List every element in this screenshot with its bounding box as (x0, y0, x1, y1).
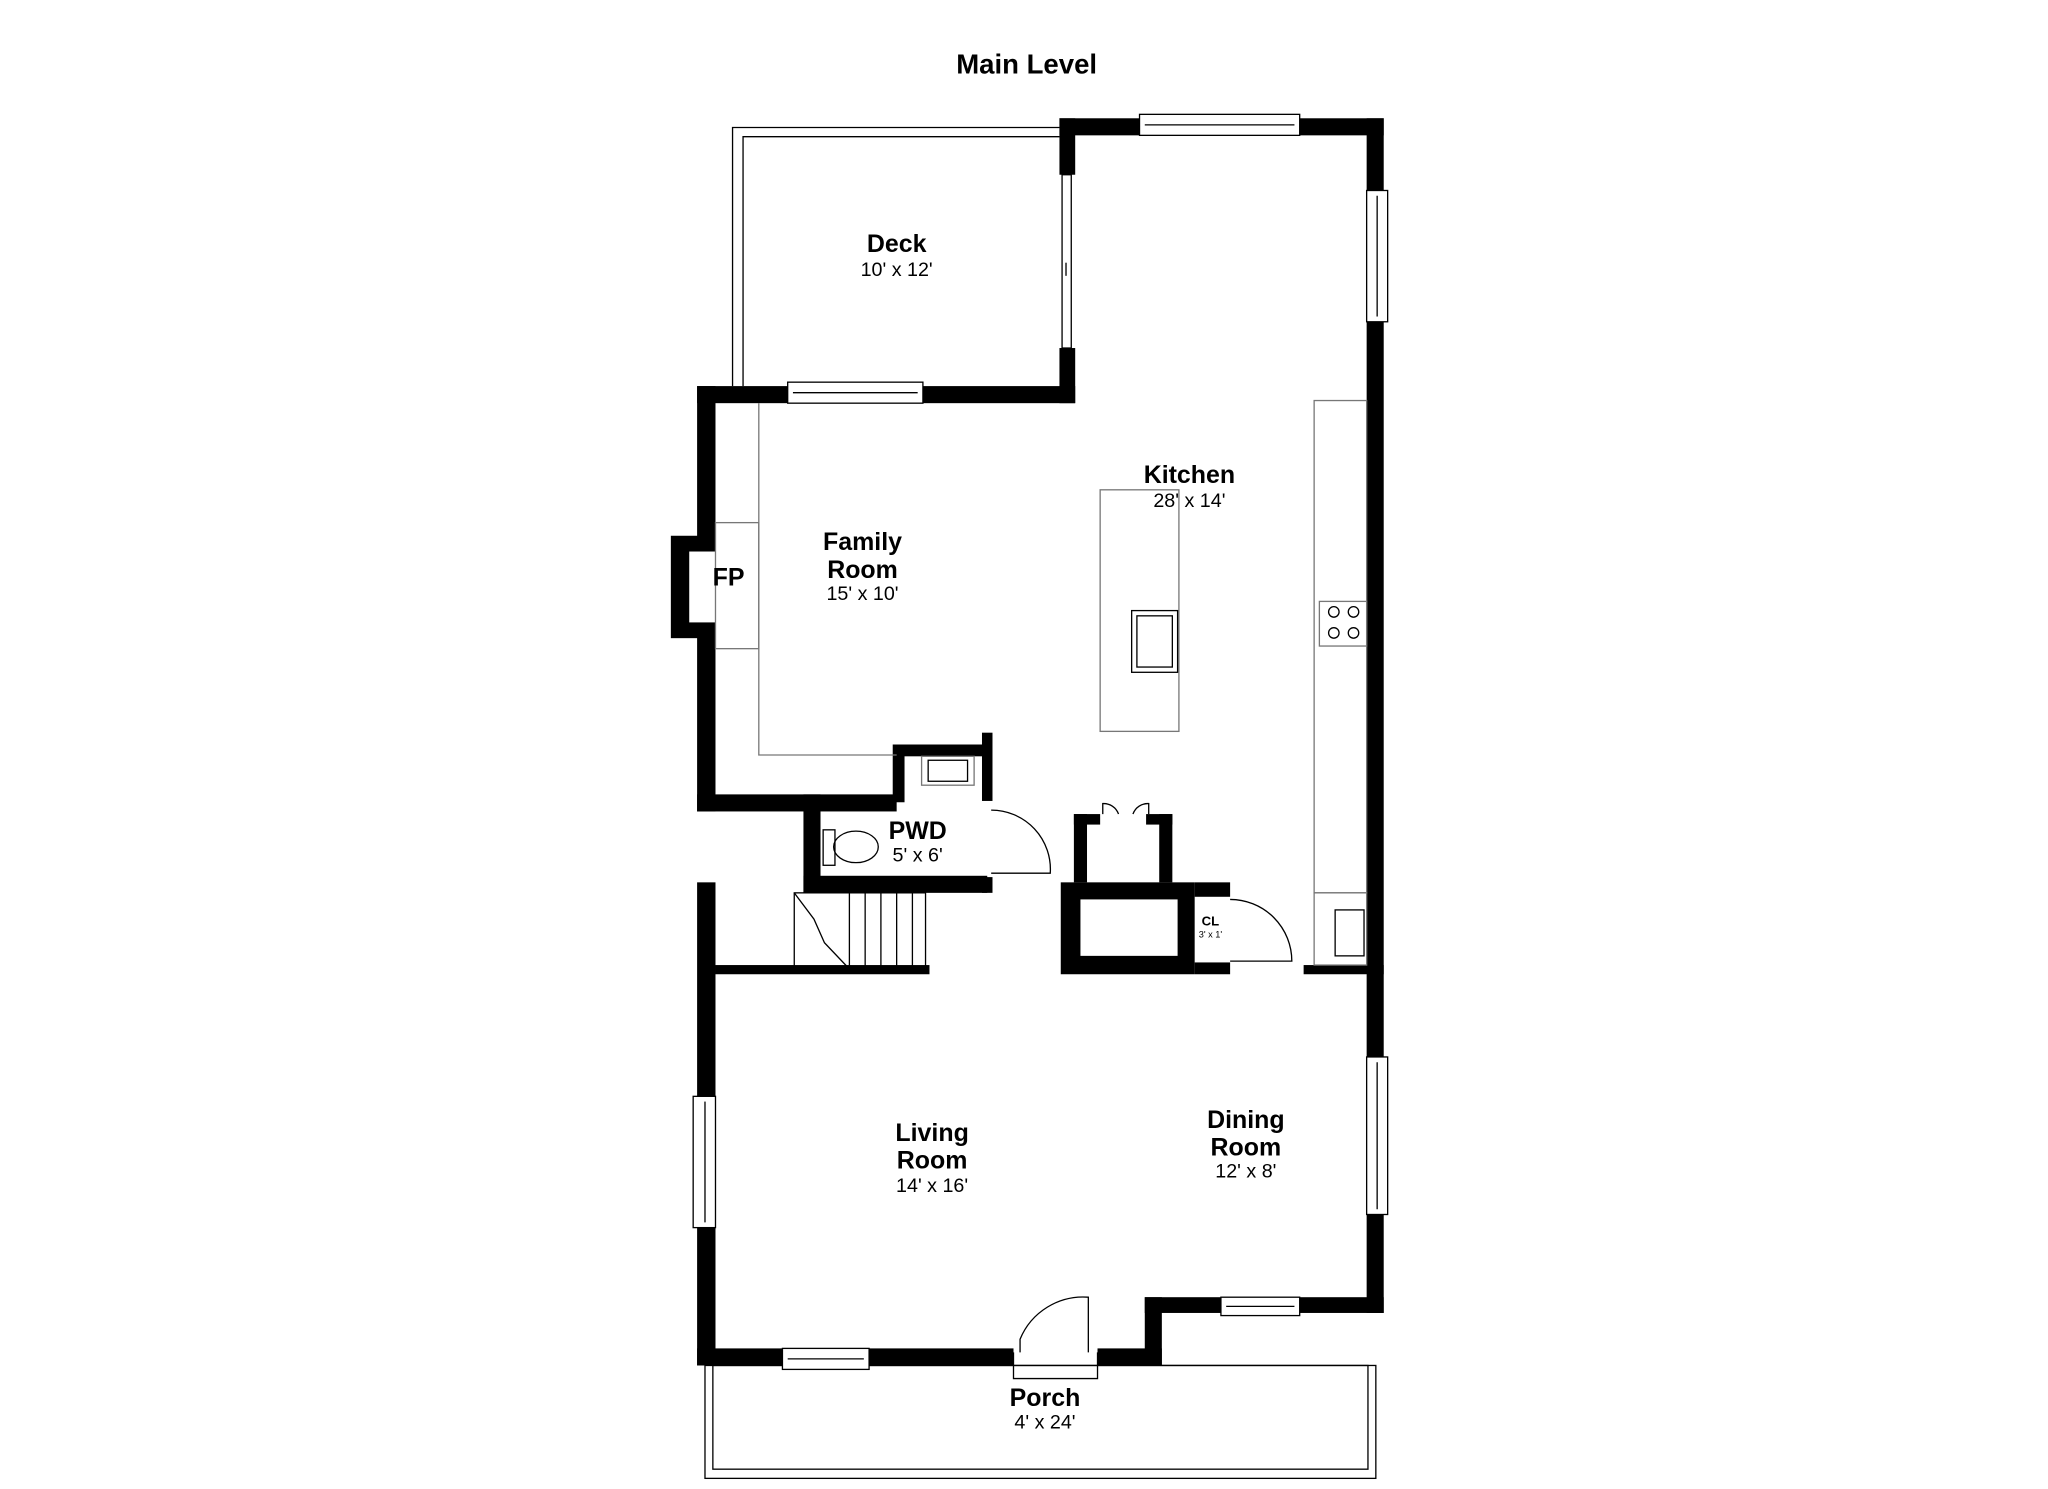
porch-size: 4' x 24' (1014, 1411, 1075, 1433)
windows (692, 113, 1389, 1371)
dining-room-label-1: Dining (1207, 1106, 1285, 1134)
family-room-label-1: Family (823, 528, 902, 556)
doors[interactable] (991, 802, 1293, 1380)
powder-room-size: 5' x 6' (893, 844, 943, 866)
deck-size: 10' x 12' (861, 259, 933, 281)
plan-title: Main Level (956, 49, 1097, 80)
walls (670, 118, 1384, 1366)
living-room-size: 14' x 16' (896, 1175, 968, 1197)
closet-size: 3' x 1' (1199, 929, 1223, 939)
porch-outline (704, 1364, 1377, 1480)
living-room-label-2: Room (897, 1147, 968, 1175)
deck-outline (731, 126, 1060, 387)
fireplace-label: FP (713, 564, 745, 592)
kitchen-label: Kitchen (1144, 461, 1235, 489)
dining-room-size: 12' x 8' (1215, 1161, 1276, 1183)
kitchen-size: 28' x 14' (1153, 490, 1225, 512)
dining-room-label-2: Room (1211, 1133, 1282, 1161)
powder-room-label: PWD (889, 817, 947, 845)
family-room-size: 15' x 10' (826, 583, 898, 605)
porch-label: Porch (1010, 1384, 1081, 1412)
closet-label: CL (1202, 914, 1219, 929)
family-room-label-2: Room (827, 556, 898, 584)
fixtures (714, 399, 1368, 970)
deck-label: Deck (867, 230, 927, 258)
living-room-label-1: Living (895, 1119, 968, 1147)
